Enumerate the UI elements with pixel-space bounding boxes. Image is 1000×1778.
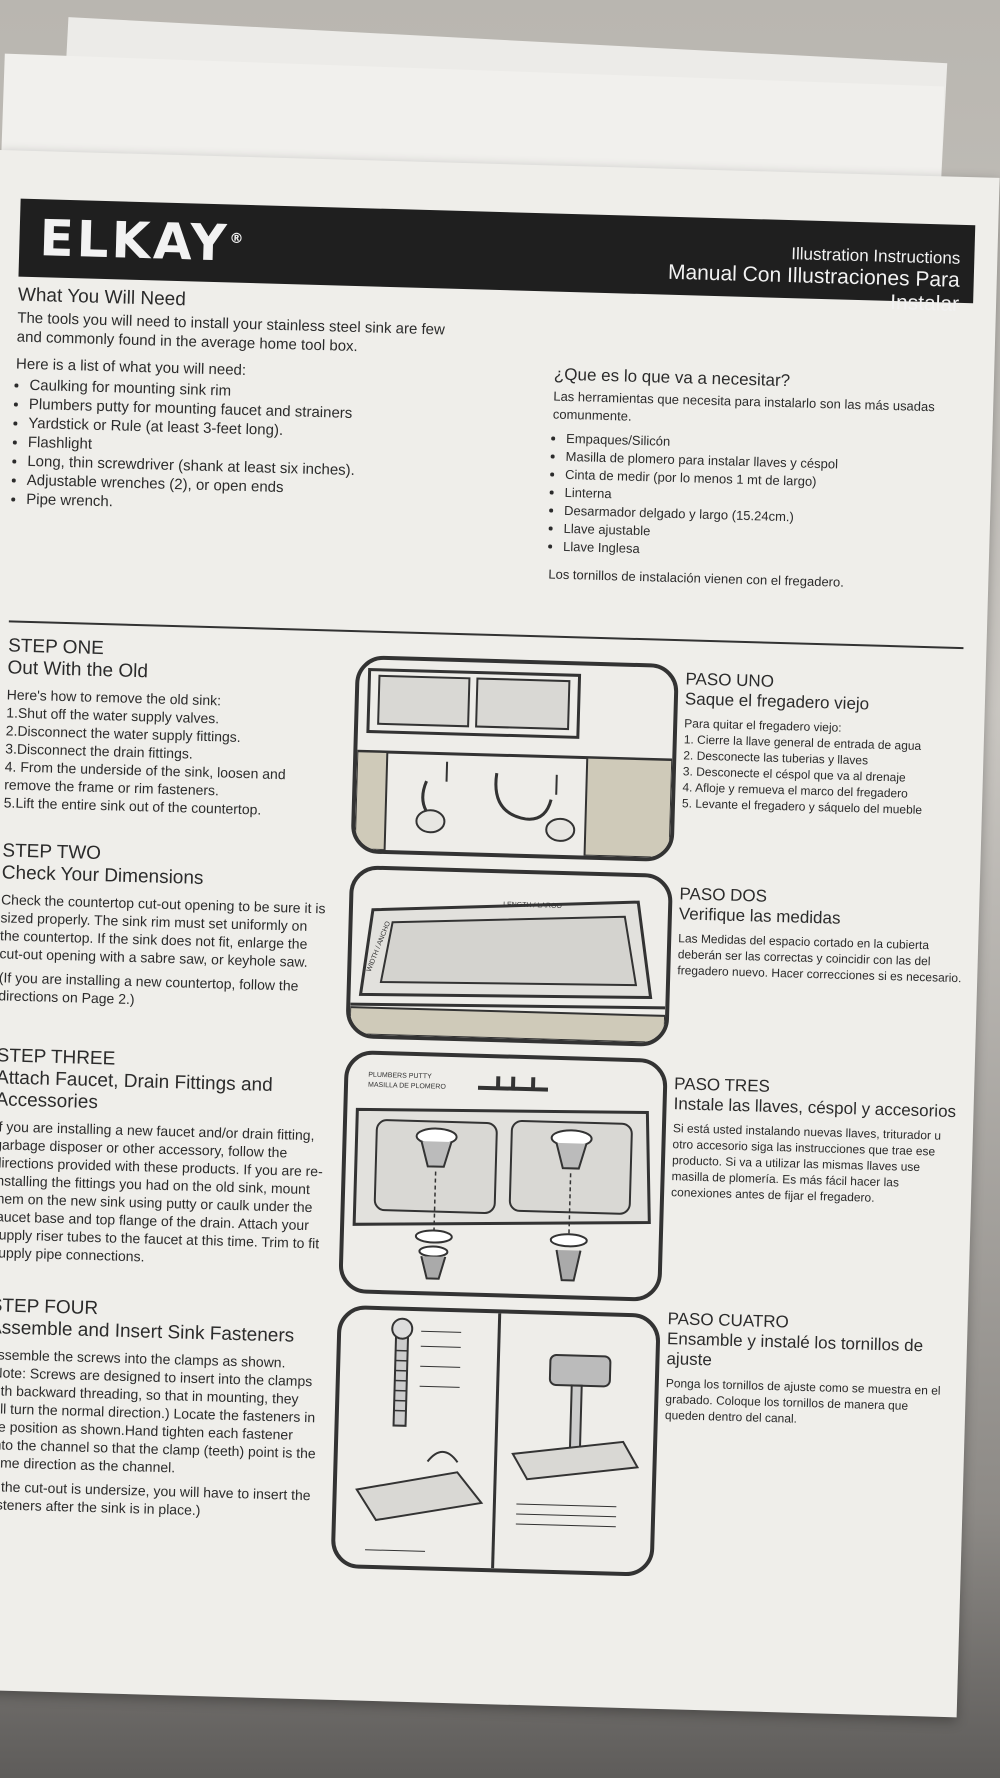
illustration-fasteners — [330, 1304, 661, 1577]
step-four: STEP FOUR Assemble and Insert Sink Faste… — [0, 1295, 320, 1522]
paso-uno: PASO UNO Saque el fregadero viejo Para q… — [682, 669, 971, 819]
remove-sink-drawing — [354, 667, 674, 858]
step-note: (If you are installing a new countertop,… — [0, 969, 299, 1008]
header-titles: Illustration Instructions Manual Con Ill… — [599, 239, 961, 317]
paso-body: Ponga los tornillos de ajuste como se mu… — [664, 1376, 941, 1426]
paso-title: Ensamble y instalé los tornillos de ajus… — [666, 1329, 924, 1370]
illustration-dimensions: LENGTH / LARGO WIDTH / ANCHO — [345, 865, 674, 1048]
length-label: LENGTH / LARGO — [503, 901, 562, 910]
step-items: 1.Shut off the water supply valves. 2.Di… — [4, 703, 337, 820]
paso-body: Las Medidas del espacio cortado en la cu… — [677, 931, 962, 986]
step-note: (If the cut-out is undersize, you will h… — [0, 1478, 311, 1519]
step-two: STEP TWO Check Your Dimensions Check the… — [0, 840, 333, 1013]
what-you-need-intro: The tools you will need to install your … — [16, 309, 446, 356]
step-title: Attach Faucet, Drain Fittings and Access… — [0, 1067, 273, 1114]
paso-tres: PASO TRES Instale las llaves, céspol y a… — [671, 1074, 959, 1208]
tools-list: Caulking for mounting sink rim Plumbers … — [12, 376, 456, 521]
que-necesitar-note: Los tornillos de instalación vienen con … — [548, 566, 845, 590]
que-necesitar-intro: Las herramientas que necesita para insta… — [552, 388, 935, 424]
paso-dos: PASO DOS Verifique las medidas Las Medid… — [677, 884, 965, 986]
what-you-need-section: What You Will Need The tools you will ne… — [12, 285, 458, 521]
step-body: Assemble the screws into the clamps as s… — [0, 1346, 316, 1476]
step-three: STEP THREE Attach Faucet, Drain Fittings… — [0, 1045, 327, 1270]
step-one: STEP ONE Out With the Old Here's how to … — [4, 635, 339, 820]
faucet-drain-drawing: PLUMBERS PUTTY MASILLA DE PLOMERO — [352, 1072, 651, 1282]
step-body: If you are installing a new faucet and/o… — [0, 1118, 324, 1265]
header-banner: ELKAY® Illustration Instructions Manual … — [18, 198, 976, 316]
putty-label-es: MASILLA DE PLOMERO — [368, 1082, 447, 1091]
paso-items: 1. Cierre la llave general de entrada de… — [682, 731, 969, 819]
elkay-logo: ELKAY® — [38, 209, 247, 273]
step-body: Check the countertop cut-out opening to … — [0, 891, 326, 970]
illustration-faucet-drain: PLUMBERS PUTTY MASILLA DE PLOMERO — [338, 1049, 668, 1302]
instruction-page: ELKAY® Illustration Instructions Manual … — [0, 150, 1000, 1718]
herramientas-list: Empaques/Silicón Masilla de plomero para… — [549, 430, 962, 567]
illustration-remove-sink — [350, 655, 679, 863]
fasteners-drawing — [355, 1313, 640, 1569]
paso-body: Si está usted instalando nuevas llaves, … — [670, 1121, 942, 1205]
dimensions-drawing: LENGTH / LARGO WIDTH / ANCHO — [349, 900, 667, 1043]
que-necesitar-section: ¿Que es lo que va a necesitar? Las herra… — [548, 365, 964, 601]
paso-cuatro: PASO CUATRO Ensamble y instalé los torni… — [665, 1309, 953, 1431]
putty-label-en: PLUMBERS PUTTY — [368, 1072, 432, 1081]
title-es: Manual Con Illustraciones Para Instalar — [667, 260, 961, 316]
